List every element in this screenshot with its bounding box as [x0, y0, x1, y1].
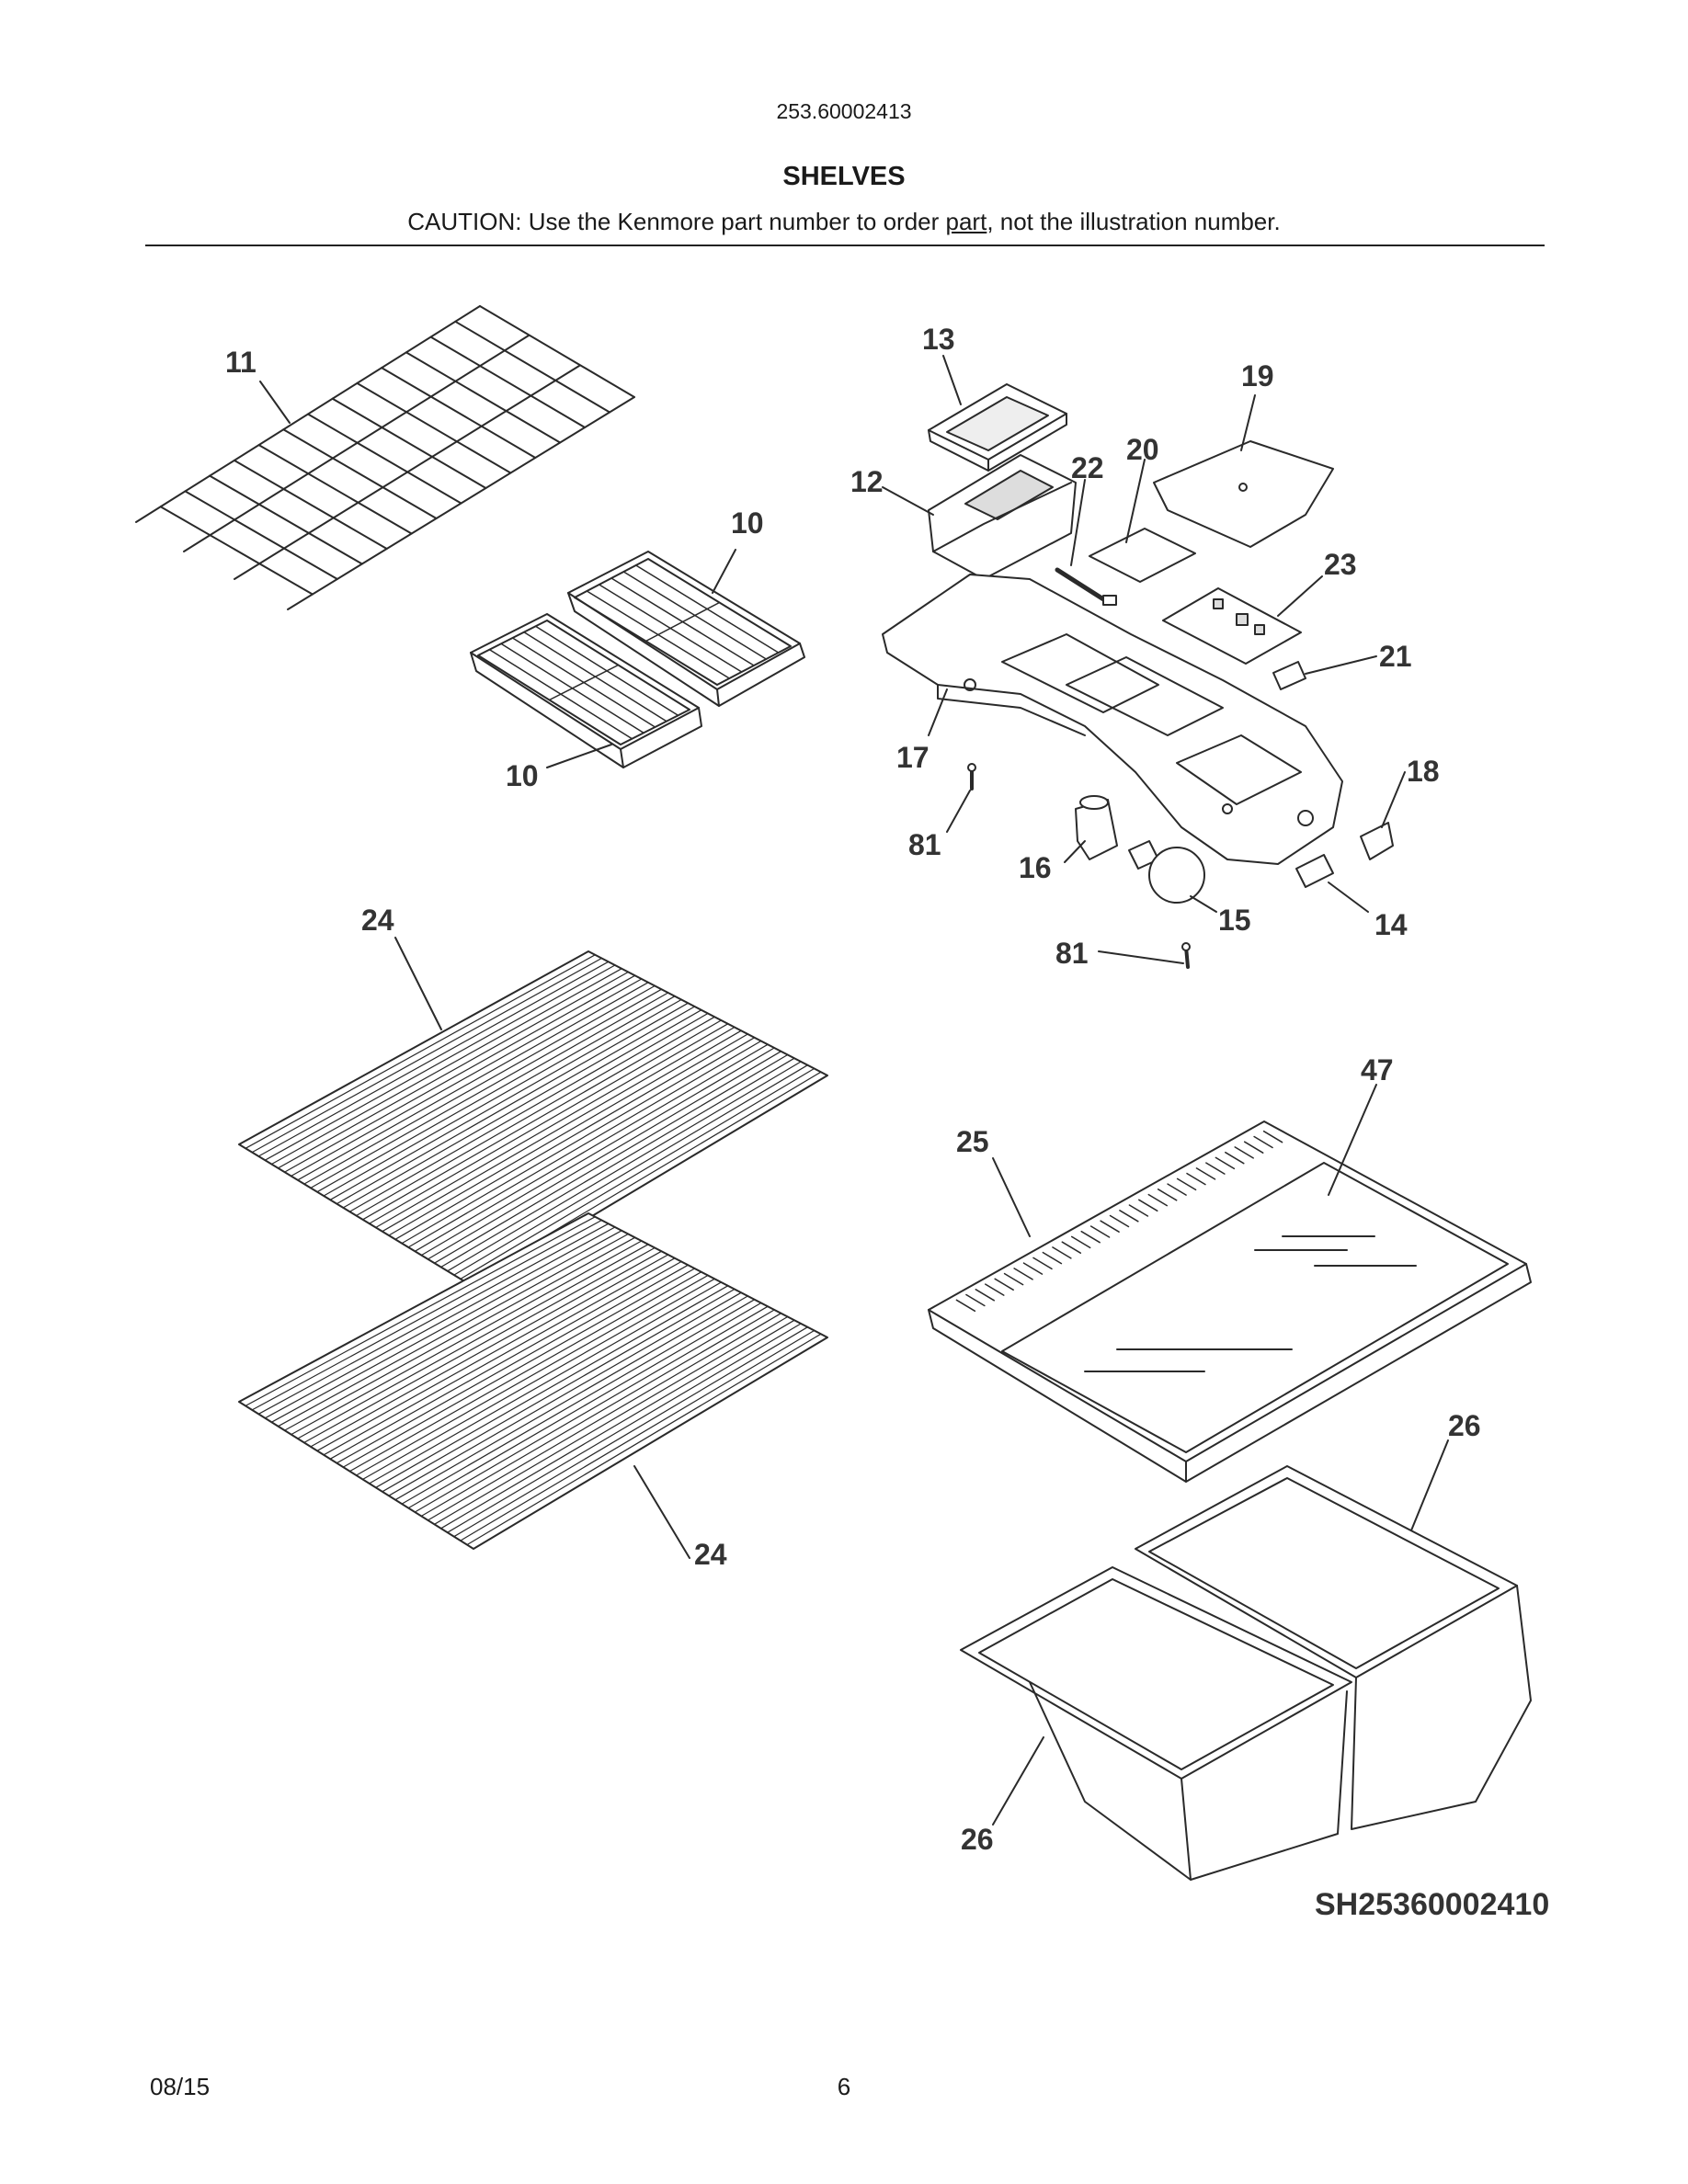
bulb-15 [1128, 840, 1205, 904]
wire-shelf-24-lower [238, 1212, 828, 1550]
pc-board-23 [1162, 587, 1302, 665]
callout-23: 23 [1324, 548, 1357, 581]
socket-16 [1075, 795, 1118, 860]
callout-22: 22 [1071, 451, 1104, 484]
callout-12: 12 [850, 465, 884, 498]
callout-81-upper: 81 [908, 828, 941, 861]
callout-24-lower: 24 [694, 1538, 727, 1571]
callout-10-lower: 10 [506, 759, 539, 792]
callout-47: 47 [1361, 1053, 1394, 1086]
figure-id: SH25360002410 [1315, 1887, 1550, 1922]
callout-25: 25 [956, 1125, 989, 1158]
callout-24-upper: 24 [361, 904, 394, 937]
callout-18: 18 [1407, 755, 1440, 788]
glass-insert-47 [1001, 1162, 1509, 1453]
caution-note: CAUTION: Use the Kenmore part number to … [0, 208, 1688, 236]
callout-20: 20 [1126, 433, 1159, 466]
crisper-drawer-26-front [960, 1566, 1352, 1881]
header-rule [145, 245, 1545, 246]
screw-81-lower [1181, 942, 1191, 969]
bracket-21 [1272, 661, 1306, 690]
callout-26-back: 26 [1448, 1409, 1481, 1442]
model-number: 253.60002413 [776, 99, 912, 123]
switch-14 [1295, 854, 1334, 888]
caution-underlined-word: part [945, 208, 987, 235]
leader-lines [259, 355, 1449, 1826]
callout-15: 15 [1218, 904, 1251, 937]
screw-81-upper [967, 763, 976, 791]
callout-14: 14 [1374, 908, 1408, 941]
callout-81-lower: 81 [1055, 937, 1089, 970]
callout-16: 16 [1019, 851, 1052, 884]
knob-18 [1360, 822, 1394, 860]
callout-21: 21 [1379, 640, 1412, 673]
light-housing-17 [882, 574, 1343, 865]
caution-prefix: CAUTION: Use the Kenmore part number to … [407, 208, 946, 235]
control-board-20 [1089, 528, 1196, 583]
callout-labels: 11 10 10 13 19 20 22 12 23 21 17 18 81 1… [225, 323, 1481, 1856]
footer-date: 08/15 [150, 2073, 211, 2100]
ice-tray-10-upper [567, 551, 805, 707]
wire-shelf-11 [135, 305, 635, 610]
callout-13: 13 [922, 323, 955, 356]
crisper-drawer-26-back [1135, 1465, 1532, 1830]
callout-26-front: 26 [961, 1823, 994, 1856]
filter-housing-12 [928, 454, 1077, 580]
section-title: SHELVES [782, 162, 906, 191]
sensor-22 [1055, 567, 1117, 606]
footer-page-number: 6 [837, 2073, 851, 2100]
filter-13 [928, 383, 1067, 472]
caution-suffix: , not the illustration number. [987, 208, 1281, 235]
ice-tray-10-lower [470, 613, 702, 768]
light-cover-19 [1153, 440, 1334, 548]
callout-17: 17 [896, 741, 930, 774]
wire-shelf-24-upper [238, 950, 828, 1288]
callout-19: 19 [1241, 359, 1274, 392]
callout-11: 11 [225, 346, 257, 379]
callout-10-upper: 10 [731, 506, 764, 540]
